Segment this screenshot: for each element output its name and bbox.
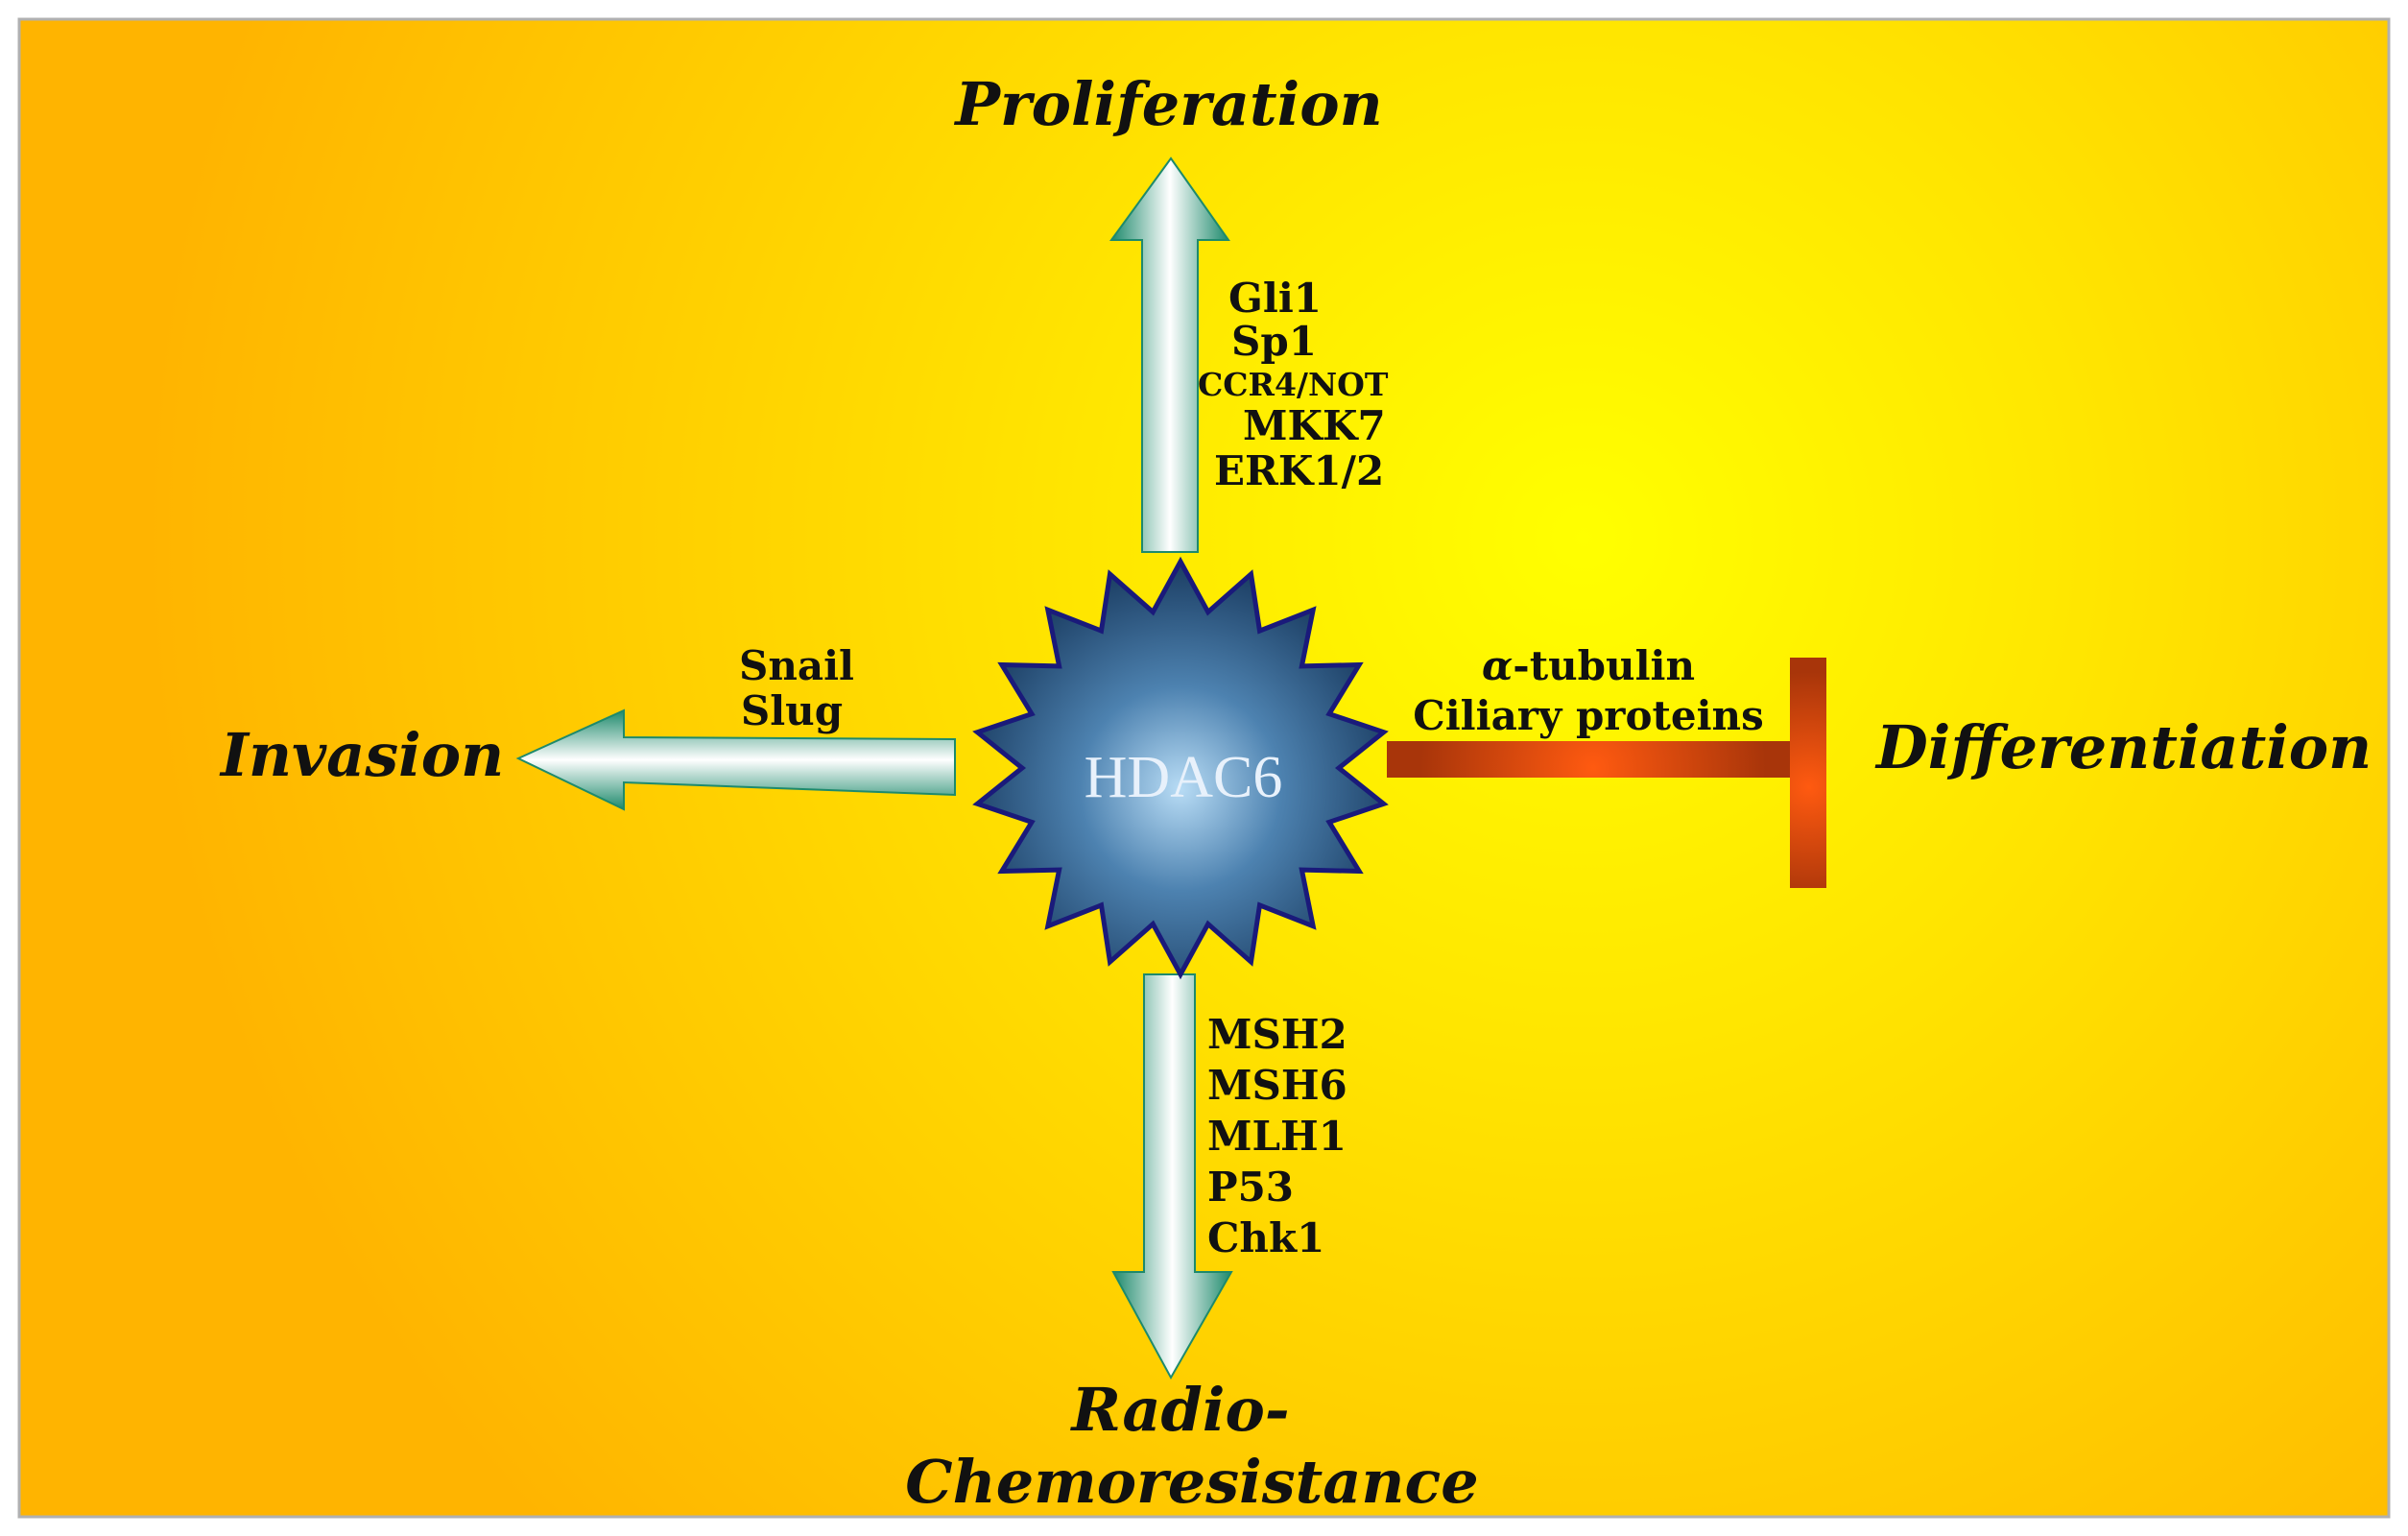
differentiation-inhibitor-bar: [1387, 741, 1809, 778]
proliferation-label: Proliferation: [953, 69, 1382, 139]
resistance-arrow: [1111, 973, 1233, 1380]
factor-ccr4-not: CCR4/NOT: [1198, 366, 1389, 403]
resistance-label-line1: Radio-: [1069, 1375, 1289, 1445]
invasion-label: Invasion: [219, 720, 504, 790]
factor-snail: Snail: [739, 642, 854, 689]
factor-msh2: MSH2: [1207, 1011, 1347, 1058]
resistance-label-line2: Chemoresistance: [905, 1447, 1478, 1517]
hdac6-label: HDAC6: [1085, 745, 1283, 810]
factor-mlh1: MLH1: [1207, 1113, 1347, 1160]
factor-sp1: Sp1: [1231, 318, 1317, 365]
differentiation-label: Differentiation: [1874, 712, 2372, 782]
factor-mkk7: MKK7: [1243, 402, 1386, 449]
alpha-symbol: α: [1482, 642, 1513, 689]
factor-chk1: Chk1: [1207, 1214, 1324, 1261]
tubulin-text: -tubulin: [1513, 642, 1695, 689]
proliferation-arrow: [1109, 156, 1230, 553]
factor-p53: P53: [1207, 1164, 1294, 1211]
factor-slug: Slug: [741, 687, 843, 734]
factor-gli1: Gli1: [1228, 275, 1322, 322]
factor-ciliary-proteins: Ciliary proteins: [1413, 692, 1763, 739]
factor-alpha-tubulin: α-tubulin: [1482, 642, 1695, 689]
factor-msh6: MSH6: [1207, 1062, 1347, 1109]
factor-erk1-2: ERK1/2: [1214, 447, 1384, 494]
hdac6-star-shape: [972, 556, 1389, 980]
invasion-arrow: [515, 708, 956, 811]
differentiation-inhibitor-cap: [1790, 658, 1826, 888]
